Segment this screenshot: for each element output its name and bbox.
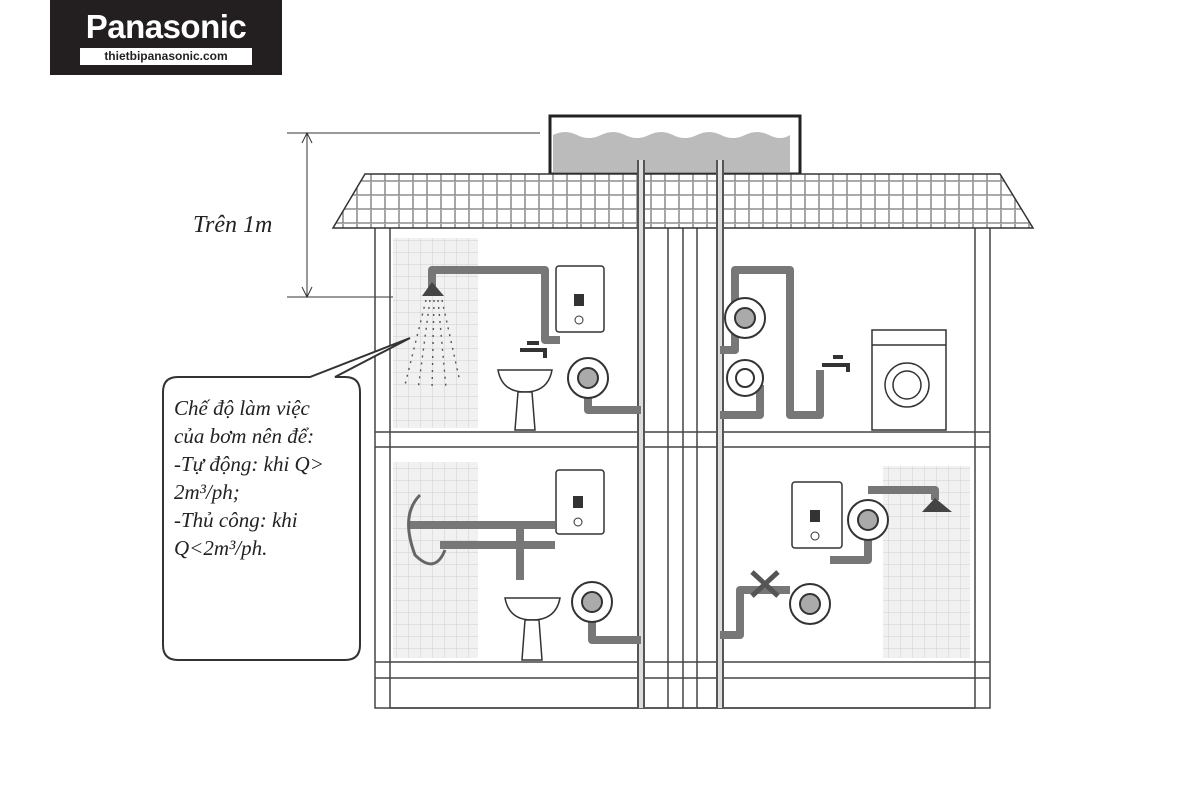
hand-shower-icon bbox=[407, 493, 447, 566]
pump-icon bbox=[789, 583, 831, 625]
water-tank bbox=[548, 114, 802, 176]
logo-brand: Panasonic bbox=[85, 8, 247, 45]
shower-head-icon bbox=[922, 498, 952, 512]
callout-line: -Thủ công: khi bbox=[174, 508, 298, 532]
shower-head-icon bbox=[404, 282, 461, 391]
logo-website: thietbipanasonic.com bbox=[80, 48, 252, 65]
callout-line: Chế độ làm việc bbox=[174, 396, 311, 420]
water-heater bbox=[555, 469, 605, 535]
dimension-label: Trên 1m bbox=[193, 212, 272, 238]
faucet-icon bbox=[520, 341, 547, 358]
callout-text: Chế độ làm việc của bơm nên để: -Tự động… bbox=[174, 396, 329, 560]
sink-icon bbox=[497, 369, 561, 661]
valve-icon bbox=[750, 570, 780, 598]
water-heater bbox=[791, 481, 843, 549]
panasonic-logo: Panasonic thietbipanasonic.com bbox=[50, 0, 282, 75]
pump-mode-callout: Chế độ làm việc của bơm nên để: -Tự động… bbox=[162, 337, 411, 661]
pumps bbox=[567, 297, 889, 625]
washing-machine-icon bbox=[871, 329, 947, 431]
pump-icon bbox=[724, 297, 766, 339]
tiled-wall bbox=[393, 462, 478, 658]
tiled-roof bbox=[331, 173, 1035, 229]
pump-icon bbox=[571, 581, 613, 623]
pump-icon bbox=[847, 499, 889, 541]
house-structure bbox=[374, 224, 991, 709]
water-heater bbox=[555, 265, 605, 333]
branch-pipes bbox=[410, 266, 939, 644]
callout-line: 2m³/ph; bbox=[174, 480, 240, 504]
tiled-wall bbox=[883, 466, 970, 658]
main-pipes bbox=[637, 160, 724, 708]
callout-line: Q<2m³/ph. bbox=[174, 536, 267, 560]
callout-line: của bơm nên để: bbox=[174, 424, 314, 448]
faucet-icon bbox=[822, 355, 850, 372]
pump-icon bbox=[567, 357, 609, 399]
callout-line: -Tự động: khi Q> bbox=[174, 452, 324, 476]
pressure-gauge-icon bbox=[726, 359, 764, 397]
